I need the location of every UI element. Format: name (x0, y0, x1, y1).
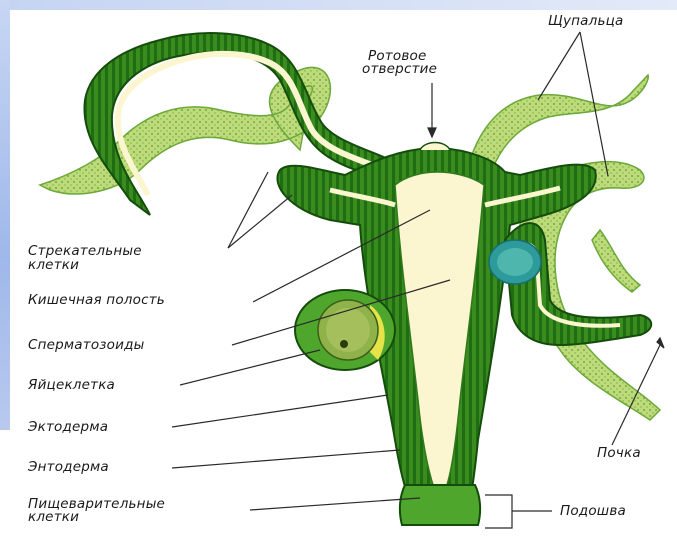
label-digestive-line2: клетки (28, 511, 79, 524)
label-endoderm: Энтодерма (28, 460, 109, 474)
label-tentacles: Щупальца (548, 14, 624, 28)
egg-nucleus (340, 340, 348, 348)
leader-egg (180, 350, 320, 385)
arrow-bud (657, 338, 664, 348)
leader-tentacle-1 (538, 32, 580, 100)
bracket-sole (485, 495, 512, 528)
tentacle-right-small (592, 230, 640, 292)
label-sperm: Сперматозоиды (28, 338, 145, 352)
leader-endoderm (172, 450, 400, 468)
label-mouth-line2: отверстие (362, 63, 437, 76)
sperm-testis-inner (497, 248, 533, 276)
leader-stinging-1 (228, 172, 268, 248)
label-sole: Подошва (560, 504, 626, 518)
label-bud: Почка (597, 446, 641, 460)
label-ectoderm: Эктодерма (28, 420, 108, 434)
leader-stinging-2 (228, 195, 292, 248)
egg-ovary (295, 290, 395, 370)
label-egg: Яйцеклетка (28, 378, 115, 392)
leader-ectoderm (172, 395, 388, 427)
label-stinging-line2: клетки (28, 259, 79, 272)
label-gut-cavity: Кишечная полость (28, 293, 165, 307)
tentacle-right-upper (470, 75, 648, 170)
mouth-opening (420, 143, 450, 151)
arrow-mouth (428, 128, 436, 137)
leader-digestive (250, 498, 420, 510)
sole-shape (400, 485, 480, 525)
